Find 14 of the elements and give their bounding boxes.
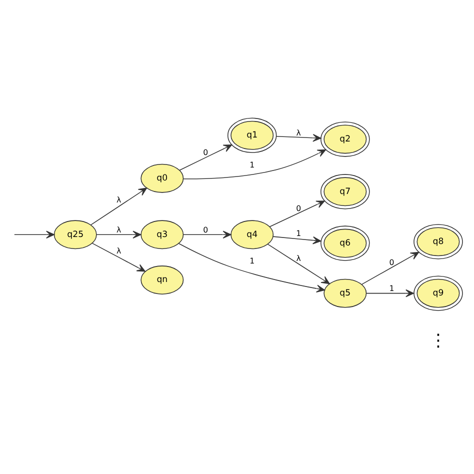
edge-label: 0 (296, 204, 302, 214)
label: ⋮ (430, 331, 447, 352)
edge-label: 1 (389, 284, 394, 293)
edge-label: 1 (250, 256, 255, 266)
edge-label: λ (116, 225, 122, 234)
edge-label: λ (116, 246, 122, 256)
edge-label: λ (116, 196, 122, 205)
edge-label: 1 (250, 160, 255, 170)
edge-label: 0 (203, 148, 208, 157)
edge-label: 0 (389, 258, 394, 268)
edge-label: λ (296, 128, 301, 138)
edge-label: 0 (203, 225, 208, 234)
edge-label: 1 (296, 229, 302, 238)
edge-label: λ (296, 254, 301, 264)
